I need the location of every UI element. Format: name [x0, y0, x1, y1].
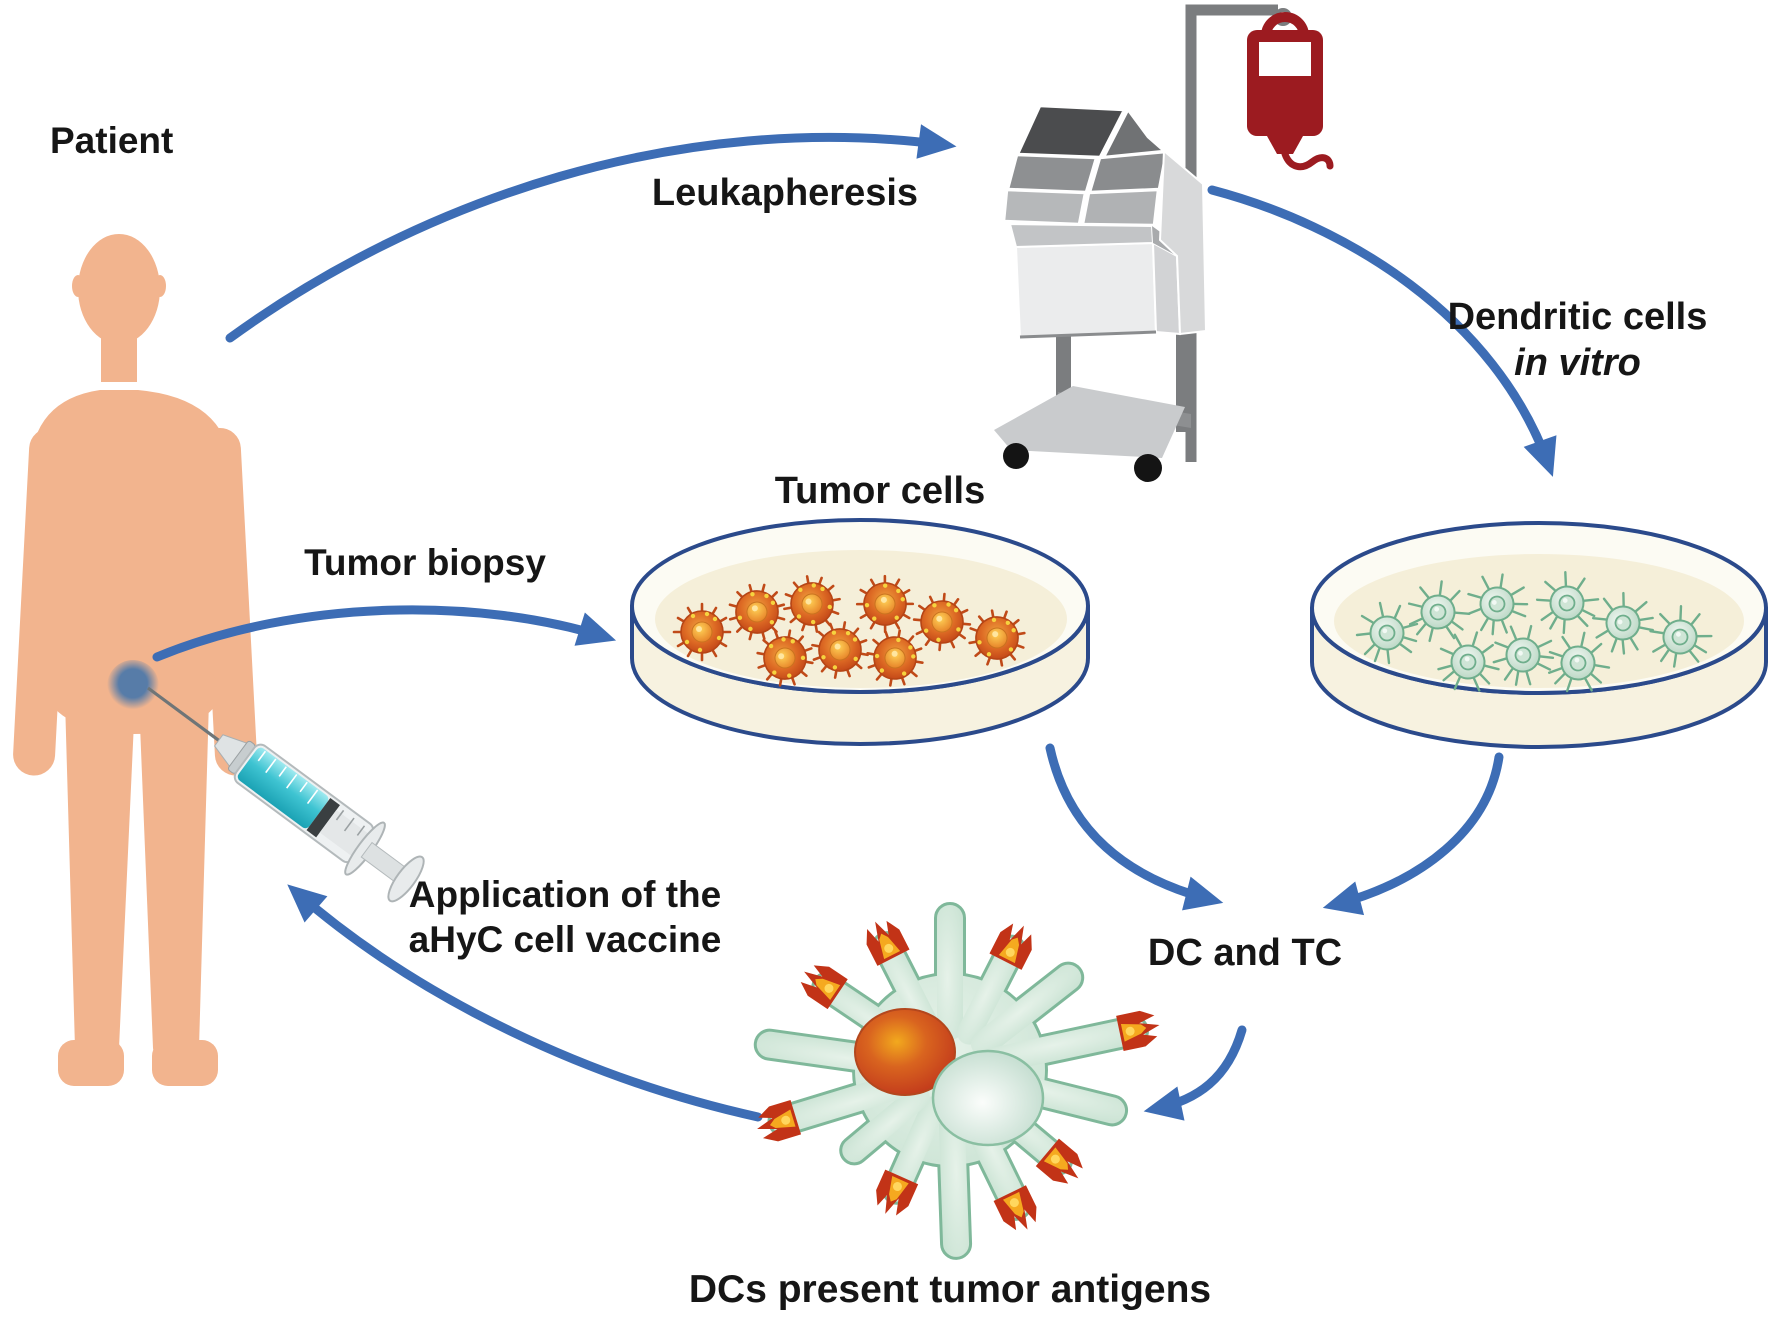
patient-head: [78, 234, 160, 344]
tumor-antigen-nucleus: [854, 1008, 956, 1096]
leukapheresis-machine: [994, 4, 1334, 482]
flow-arrows-center: [1045, 743, 1504, 1121]
syringe-icon: [147, 686, 425, 903]
dendritic-cells-label: Dendritic cells: [1447, 296, 1708, 338]
leukapheresis-arrow: [225, 124, 957, 343]
tumor-dish-to-dc-tc-arrow: [1045, 743, 1224, 911]
vaccine-application-arrow: [287, 884, 763, 1122]
patient-label: Patient: [50, 120, 174, 161]
machine-screen: [1016, 104, 1126, 159]
tumor-cells-label: Tumor cells: [774, 470, 986, 512]
cell-nucleus: [931, 1049, 1045, 1147]
application-label-line1: Application of the: [408, 874, 722, 915]
cart-base: [994, 386, 1185, 458]
dendritic-cells-dish: [1310, 521, 1768, 749]
dc-and-tc-label: DC and TC: [1147, 932, 1343, 974]
dendritic-dish-to-dc-tc-arrow: [1322, 752, 1504, 916]
in-vitro-label: in vitro: [1514, 342, 1641, 384]
tumor-biopsy-arrow: [152, 605, 617, 662]
dcs-present-label: DCs present tumor antigens: [688, 1268, 1212, 1311]
patient-figure: [13, 234, 257, 1086]
leukapheresis-label: Leukapheresis: [651, 172, 919, 214]
tumor-site-marker: [107, 660, 159, 712]
application-label-line2: aHyC cell vaccine: [408, 919, 722, 960]
tumor-cells-dish: [630, 518, 1090, 746]
tumor-biopsy-label: Tumor biopsy: [304, 542, 546, 583]
flow-arrows-left: [152, 124, 957, 1122]
dendritic-cell-presenting-antigens: [751, 905, 1164, 1257]
dendritic-cells-arrow: [1207, 185, 1557, 477]
dc-tc-to-presenting-cell-arrow: [1143, 1025, 1247, 1121]
blood-bag-icon: [1247, 12, 1334, 171]
